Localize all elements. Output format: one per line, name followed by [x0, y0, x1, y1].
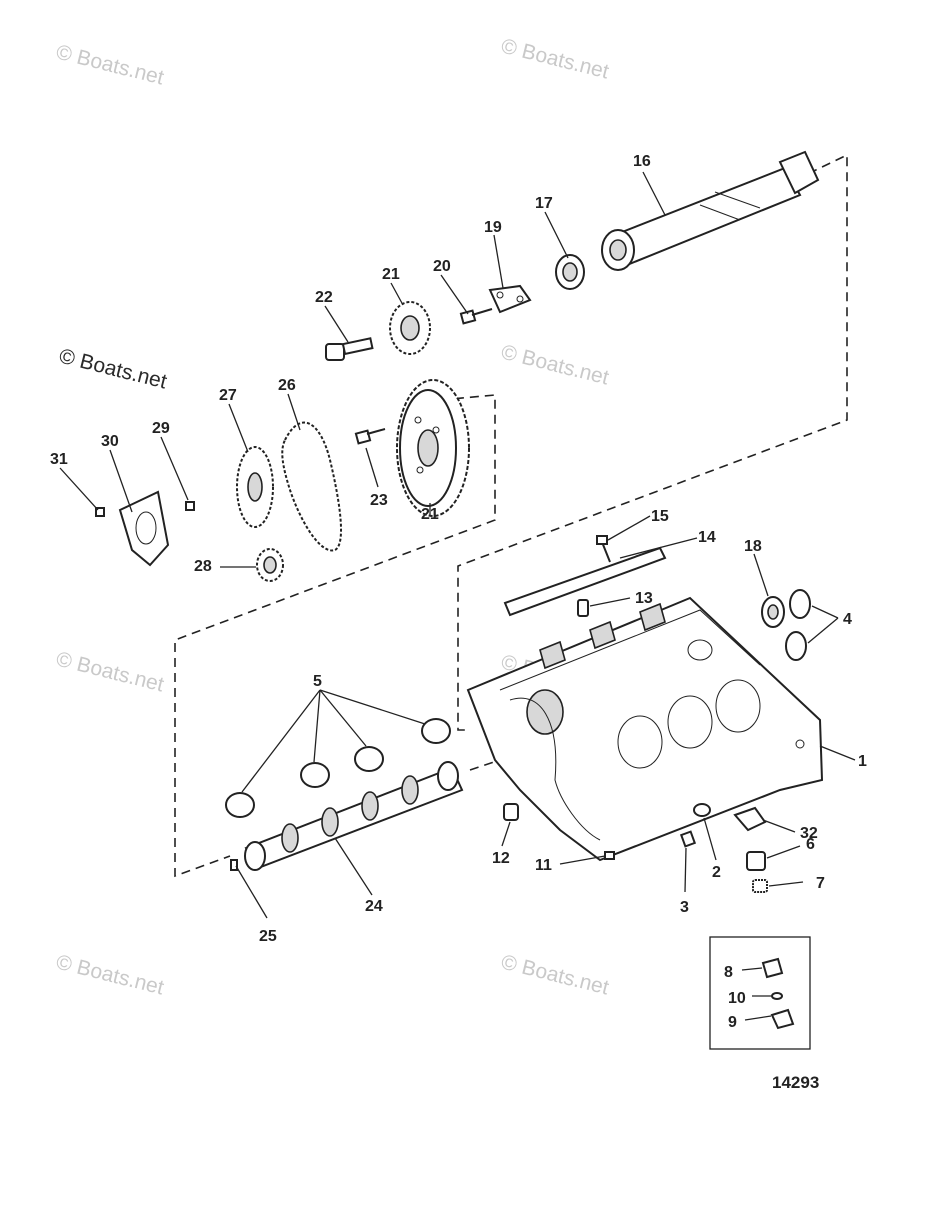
watermark-text: © Boats.net [499, 951, 611, 1000]
callout-5: 5 [313, 673, 322, 690]
plug-icon [503, 803, 519, 821]
bolt-icon [354, 428, 386, 445]
callout-13: 13 [635, 590, 653, 607]
gear-icon [396, 379, 470, 517]
callout-11: 11 [535, 857, 552, 874]
callout-14: 14 [698, 529, 716, 546]
sensor-icon [733, 806, 767, 832]
bolt-icon [325, 337, 374, 361]
watermark-text: © Boats.net [499, 341, 611, 390]
figure-number: 14293 [772, 1073, 819, 1092]
callout-15: 15 [651, 508, 669, 525]
dashed-line-cam [469, 759, 501, 771]
callout-12: 12 [492, 850, 510, 867]
callout-10: 10 [728, 990, 746, 1007]
sensor-icon [770, 1008, 795, 1030]
bolt-icon [577, 599, 589, 617]
seal-ring-icon [693, 803, 711, 817]
inset-box [709, 936, 811, 1050]
bearing-icon [225, 718, 451, 818]
dowel-pin-icon [679, 830, 697, 848]
bearing-icon [555, 254, 585, 290]
timing-chain-icon [281, 421, 343, 552]
callout-32: 32 [800, 825, 818, 842]
callout-21b: 21 [421, 506, 439, 523]
callout-17: 17 [535, 195, 553, 212]
retainer-plate-icon [118, 490, 170, 567]
callout-24: 24 [365, 898, 383, 915]
bolt-icon [459, 308, 493, 325]
callout-31: 31 [50, 451, 68, 468]
bolt-icon [95, 507, 105, 517]
bearing-icon [761, 589, 811, 661]
balance-shaft-icon [601, 150, 820, 271]
bolt-icon [185, 501, 195, 511]
callout-2: 2 [712, 864, 721, 881]
engine-block-icon [466, 596, 824, 862]
callout-30: 30 [101, 433, 119, 450]
sensor-icon [761, 957, 784, 979]
dashed-line-upper [457, 153, 848, 731]
callout-20: 20 [433, 258, 451, 275]
key-pin-icon [230, 859, 238, 871]
camshaft-icon [244, 761, 464, 871]
callout-16: 16 [633, 153, 651, 170]
watermark-text: © Boats.net [54, 951, 166, 1000]
plug-icon [746, 851, 766, 871]
callout-9: 9 [728, 1014, 737, 1031]
watermark-text: © Boats.net [57, 345, 169, 394]
callout-27: 27 [219, 387, 237, 404]
dashed-line-lower [174, 394, 496, 878]
callout-29: 29 [152, 420, 170, 437]
callout-7: 7 [816, 875, 825, 892]
callout-19: 19 [484, 219, 502, 236]
watermark-text: © Boats.net [499, 35, 611, 84]
callout-23: 23 [370, 492, 388, 509]
leader-lines [59, 171, 856, 1021]
callout-21a: 21 [382, 266, 400, 283]
callout-8: 8 [724, 964, 733, 981]
seal-ring-icon [771, 992, 783, 1000]
assembly-dashed-lines [174, 153, 848, 878]
deflector-strip-icon [503, 546, 667, 617]
callout-28: 28 [194, 558, 212, 575]
gear-icon [236, 446, 274, 528]
callout-labels: 16 17 19 20 21 22 27 26 29 30 31 28 23 2… [50, 153, 867, 1031]
callout-4: 4 [843, 611, 852, 628]
callout-26: 26 [278, 377, 296, 394]
callout-25: 25 [259, 928, 277, 945]
plug-icon [752, 879, 768, 893]
watermark-text: © Boats.net [54, 648, 166, 697]
callout-3: 3 [680, 899, 689, 916]
callout-18: 18 [744, 538, 762, 555]
bolt-icon [596, 535, 611, 563]
retainer-plate-icon [488, 284, 532, 314]
callout-22: 22 [315, 289, 333, 306]
gear-icon [256, 548, 284, 582]
gear-icon [389, 301, 431, 355]
plug-icon [604, 851, 615, 860]
callout-1: 1 [858, 753, 867, 770]
callout-6: 6 [806, 836, 815, 853]
watermark-text: © Boats.net [54, 41, 166, 90]
